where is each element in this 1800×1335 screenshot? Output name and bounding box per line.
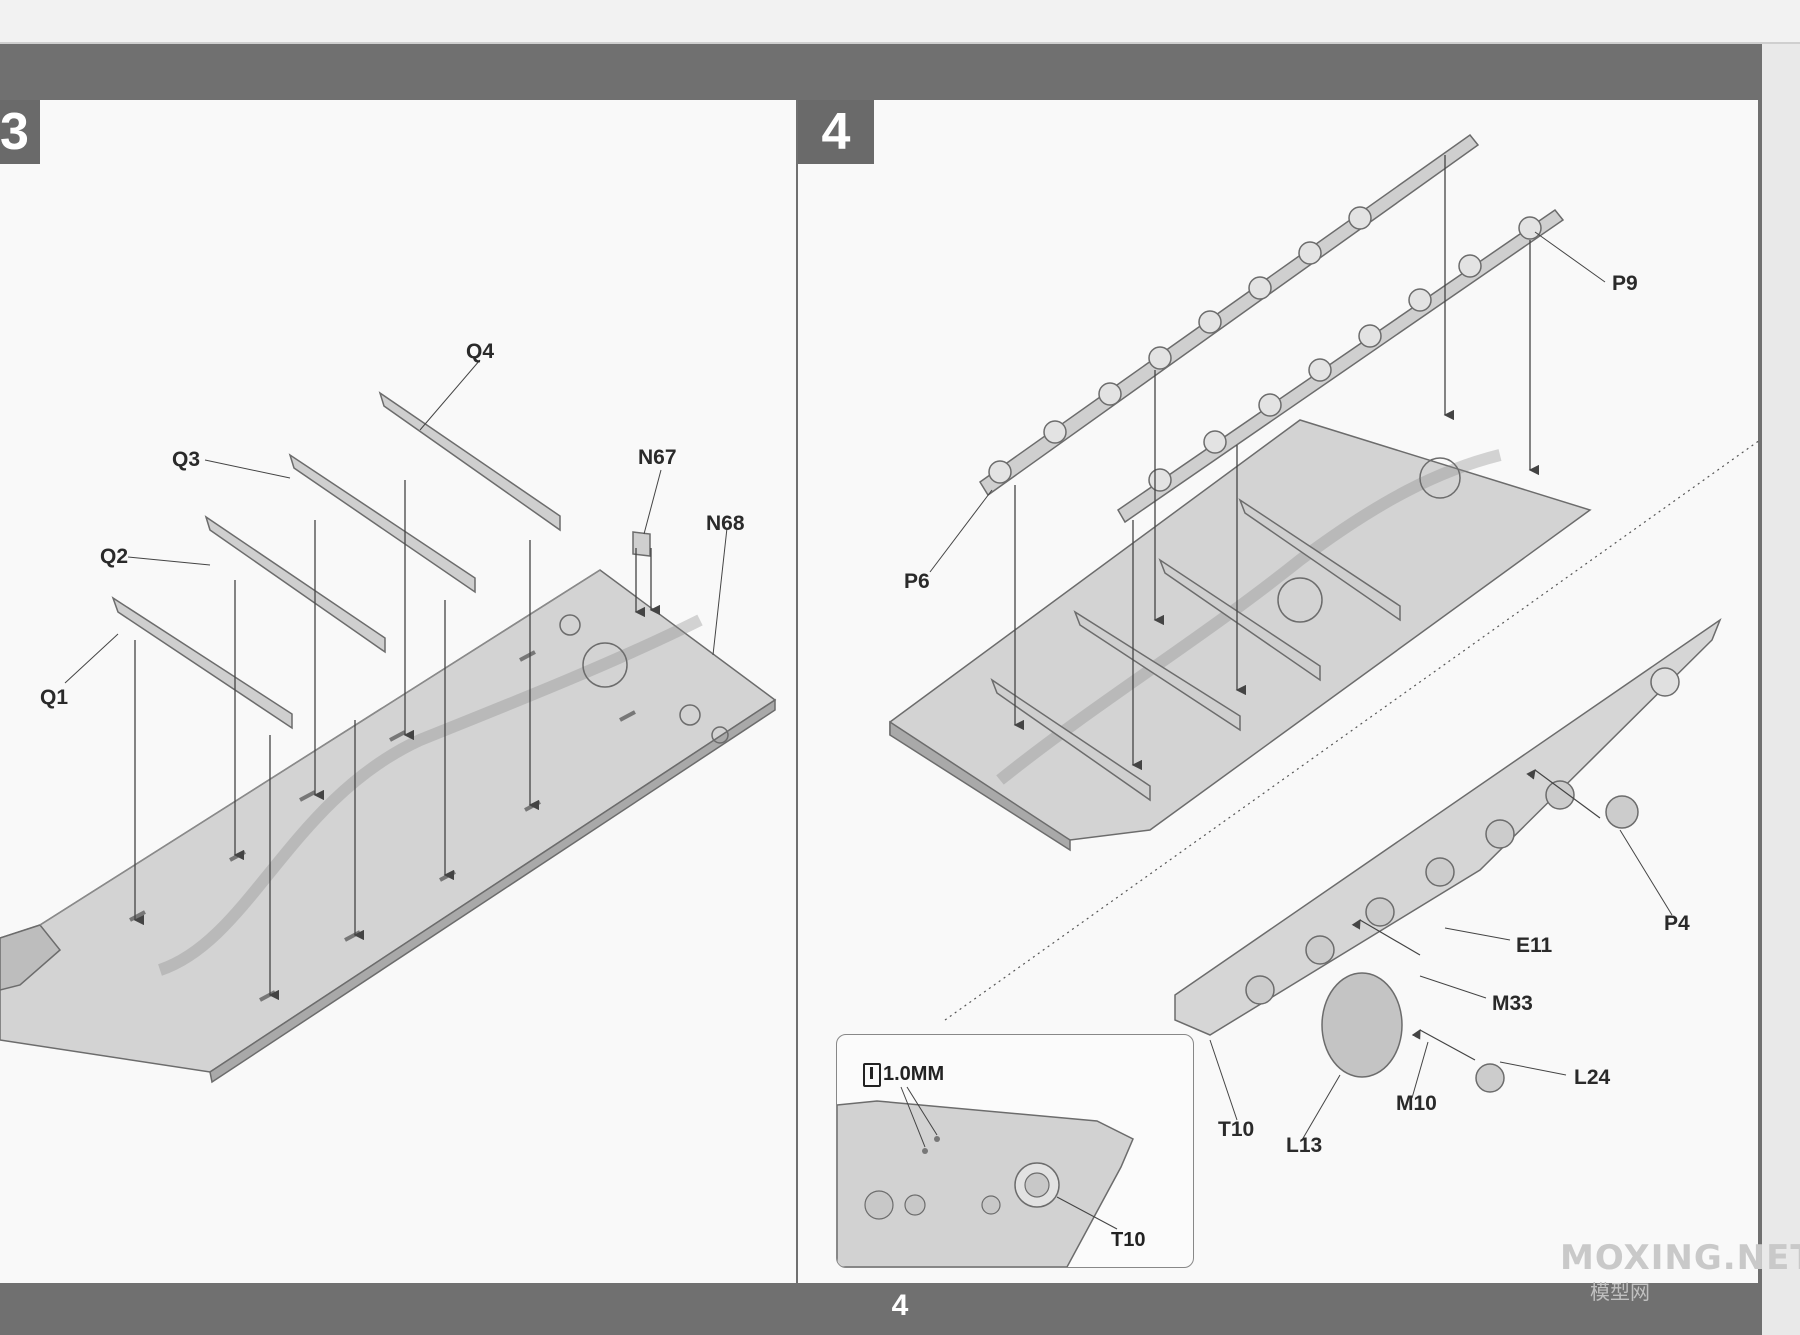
part-callout-q3: Q3: [172, 448, 201, 471]
drill-detail-inset: 1.0MM T10: [836, 1034, 1194, 1268]
part-callout-e11: E11: [1516, 934, 1553, 957]
top-strip: [0, 0, 1800, 44]
step-4-side-arrows: [1351, 769, 1601, 1061]
part-callout-q4: Q4: [466, 340, 495, 363]
page-number: 4: [891, 1289, 909, 1322]
step-3-arrows: [133, 480, 661, 1001]
step-4-bulkheads: [990, 498, 1401, 802]
step-4-leaders: [929, 231, 1673, 1141]
inset-part-callout-t10: T10: [1111, 1229, 1146, 1251]
part-callout-n67: N67: [638, 446, 677, 469]
part-callout-q1: Q1: [40, 686, 69, 709]
step-3-bulkheads: [111, 391, 651, 730]
step-4-side-hull: [1174, 617, 1722, 1093]
part-callout-t10: T10: [1218, 1118, 1255, 1141]
part-callout-m10: M10: [1396, 1092, 1437, 1115]
drill-icon: [863, 1063, 881, 1087]
inset-drawing: [837, 1086, 1134, 1267]
step-3-leaders: [64, 359, 728, 684]
step-3-badge: 3: [0, 100, 40, 164]
watermark-sub: 模型网: [1590, 1282, 1650, 1304]
part-callout-p6: P6: [904, 570, 930, 593]
right-edge: [1762, 44, 1800, 1335]
part-callout-n68: N68: [706, 512, 745, 535]
step-4-arrows: [1013, 155, 1540, 771]
part-callout-p4: P4: [1664, 912, 1690, 935]
part-callout-q2: Q2: [100, 545, 129, 568]
step-3-hull-floor: [0, 569, 777, 1084]
part-callout-l13: L13: [1286, 1134, 1323, 1157]
step-4-wheel-arms: [978, 133, 1565, 524]
watermark: MOXING.NET: [1560, 1238, 1800, 1278]
part-callout-m33: M33: [1492, 992, 1533, 1015]
part-callout-p9: P9: [1612, 272, 1638, 295]
drill-size-label: 1.0MM: [883, 1063, 945, 1085]
step-4-badge: 4: [798, 100, 874, 164]
part-callout-l24: L24: [1574, 1066, 1611, 1089]
